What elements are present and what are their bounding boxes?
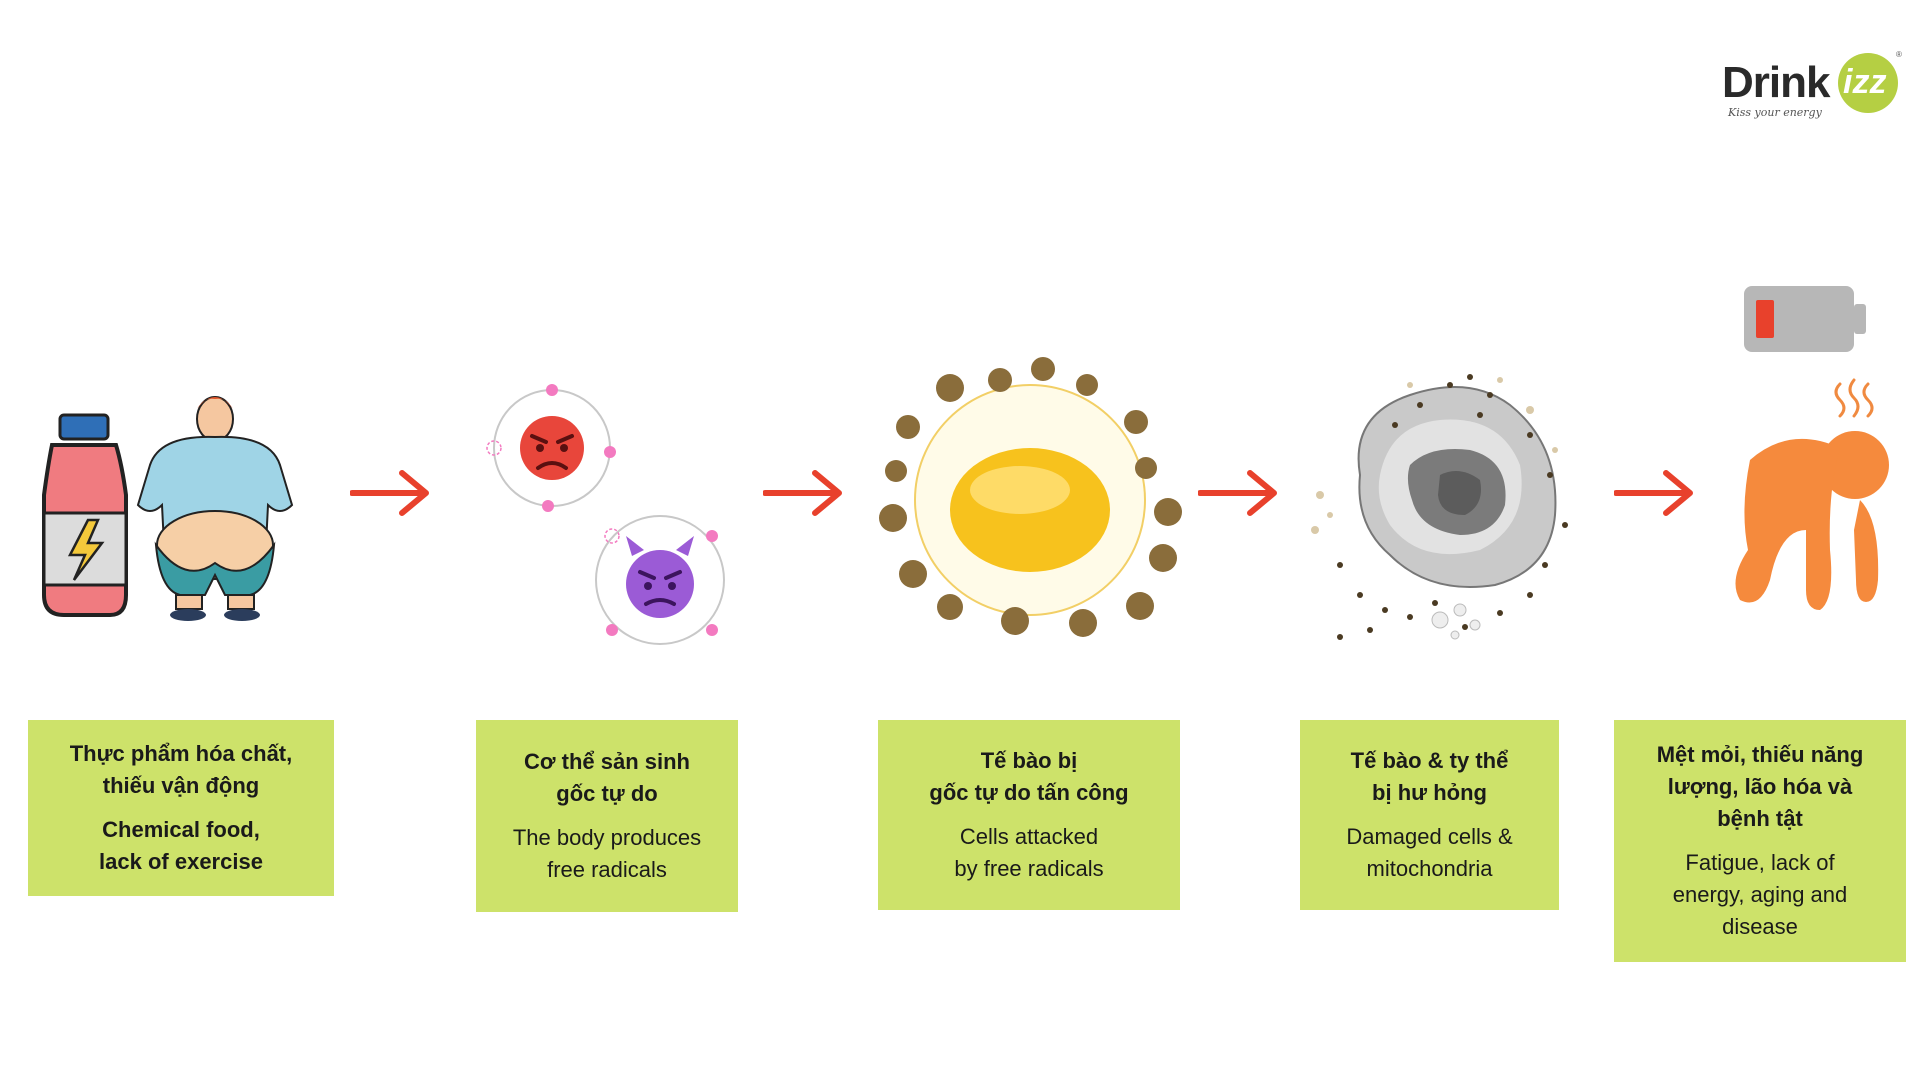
step-1-en-label: Chemical food, lack of exercise — [99, 817, 263, 874]
logo-tagline: Kiss your energy — [1728, 106, 1822, 119]
overweight-person-icon — [136, 396, 294, 621]
devil-face-atom-icon — [595, 515, 725, 645]
registered-mark-icon: ® — [1896, 50, 1902, 59]
energy-drink-bottle-icon — [42, 413, 128, 617]
logo-suffix: izz — [1843, 63, 1887, 101]
step-4-vn-label: Tế bào & ty thể bị hư hỏng — [1350, 748, 1509, 805]
logo-circle-icon — [1838, 53, 1898, 113]
step-5-vn-label: Mệt mỏi, thiếu năng lượng, lão hóa và bệ… — [1656, 742, 1864, 831]
damaged-cell-mitochondria — [1311, 374, 1568, 640]
step-5-caption: Mệt mỏi, thiếu năng lượng, lão hóa và bệ… — [1614, 720, 1906, 962]
cell-surrounded-by-free-radicals — [879, 357, 1182, 637]
step-1-vn-label: Thực phẩm hóa chất, thiếu vận động — [69, 741, 293, 798]
step-2-caption: Cơ thể sản sinh gốc tự do The body produ… — [476, 720, 738, 912]
step-2-en-label: The body produces free radicals — [512, 825, 702, 882]
step-3-en-label: Cells attacked by free radicals — [954, 824, 1104, 881]
angry-face-atom-icon — [486, 384, 616, 512]
step-2-vn-label: Cơ thể sản sinh gốc tự do — [524, 749, 690, 806]
step-5-en-label: Fatigue, lack of energy, aging and disea… — [1672, 850, 1848, 939]
arrow-right-icon — [1198, 470, 1277, 516]
step-3-caption: Tế bào bị gốc tự do tấn công Cells attac… — [878, 720, 1180, 910]
arrow-right-icon — [763, 470, 842, 516]
step-1-caption: Thực phẩm hóa chất, thiếu vận động Chemi… — [28, 720, 334, 896]
arrow-right-icon — [350, 470, 429, 516]
free-radical-particles — [879, 357, 1182, 637]
step-3-vn-label: Tế bào bị gốc tự do tấn công — [929, 748, 1129, 805]
tired-person-low-battery — [1735, 286, 1889, 610]
junk-food-overweight-person-illustration — [42, 396, 294, 621]
arrow-right-icon — [1614, 470, 1693, 516]
step-4-caption: Tế bào & ty thể bị hư hỏng Damaged cells… — [1300, 720, 1559, 910]
heat-waves-icon — [1834, 378, 1874, 418]
drinkizz-logo: Drink izz Kiss your energy ® — [1718, 50, 1908, 120]
low-battery-icon — [1744, 286, 1866, 352]
step-4-en-label: Damaged cells & mitochondria — [1346, 824, 1513, 881]
free-radicals-angry-emoji-atoms — [486, 384, 725, 645]
tired-person-icon — [1735, 431, 1889, 610]
logo-wordmark: Drink — [1722, 58, 1830, 107]
